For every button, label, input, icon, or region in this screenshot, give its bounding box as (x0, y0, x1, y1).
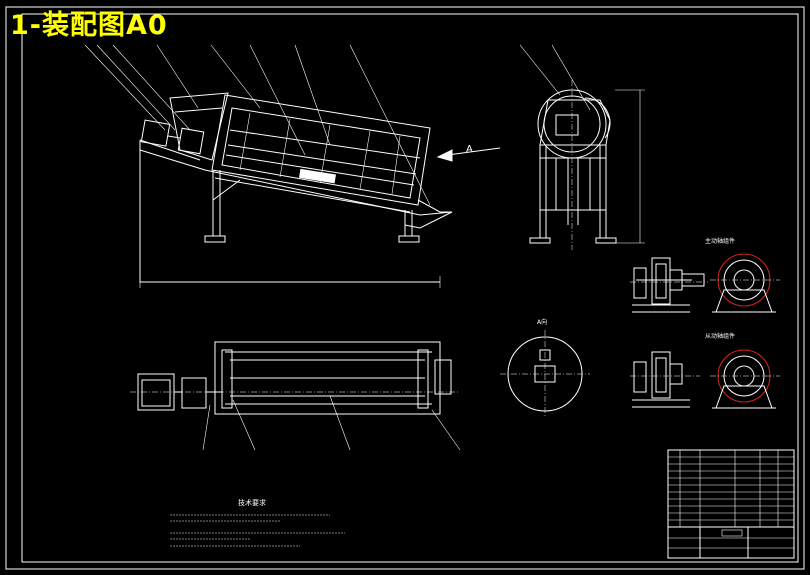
title-block (667, 449, 795, 559)
drawing-title: 1-装配图A0 (10, 10, 168, 41)
front-view: A (84, 44, 501, 288)
motor (140, 119, 171, 147)
frame-outline (214, 341, 441, 415)
reducer (177, 127, 205, 155)
sheet-inner-border (21, 13, 799, 563)
tech-requirements-heading: 技术要求 (238, 498, 266, 507)
drum-body (211, 94, 431, 206)
side-view (519, 44, 645, 250)
detail-drive-shaft: 主动轴组件 (630, 237, 780, 313)
view-a-label: A向 (537, 318, 547, 326)
nameplate (299, 168, 336, 184)
sheet-outer-border (5, 6, 805, 570)
top-view (130, 341, 461, 451)
tech-requirements: 技术要求 (170, 498, 345, 547)
detail-label-1: 主动轴组件 (705, 237, 735, 245)
detail-driven-shaft: 从动轴组件 (630, 332, 780, 409)
reducer-top (181, 377, 207, 409)
feed-hopper (169, 92, 229, 161)
arrow-a-label: A (466, 144, 473, 155)
foot-right (398, 235, 420, 243)
view-a: A向 (500, 318, 590, 418)
detail-label-2: 从动轴组件 (705, 332, 735, 340)
foot-left (204, 235, 226, 243)
